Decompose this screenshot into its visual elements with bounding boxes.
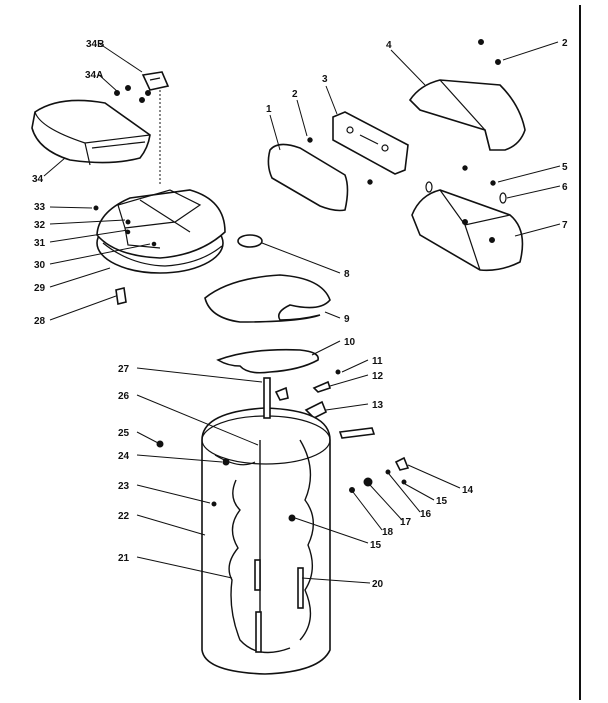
label-25: 25 xyxy=(118,428,130,439)
label-20: 20 xyxy=(372,579,384,590)
label-14: 14 xyxy=(462,485,474,496)
label-8: 8 xyxy=(344,269,350,280)
part-10-deflector xyxy=(216,348,319,374)
label-7: 7 xyxy=(562,220,568,231)
label-30: 30 xyxy=(34,260,46,271)
part-1-access-cover xyxy=(267,143,349,212)
part-22-tank xyxy=(156,377,331,675)
label-24: 24 xyxy=(118,451,130,462)
part-4-top-housing xyxy=(408,39,526,151)
label-10: 10 xyxy=(344,337,356,348)
part-7-tray xyxy=(411,165,524,272)
part-3-gasket-plate xyxy=(307,111,409,185)
parts-14-18-valve-parts xyxy=(349,456,410,493)
part-34-top-cover xyxy=(31,99,151,166)
label-13: 13 xyxy=(372,400,384,411)
part-29-base-assembly xyxy=(93,189,226,274)
label-12: 12 xyxy=(372,371,384,382)
label-34: 34 xyxy=(32,174,44,185)
part-8-disk xyxy=(237,234,263,248)
label-15-lower: 15 xyxy=(370,540,382,551)
label-1: 1 xyxy=(266,104,272,115)
label-34a: 34A xyxy=(85,70,103,81)
label-3: 3 xyxy=(322,74,328,85)
label-32: 32 xyxy=(34,220,46,231)
label-18: 18 xyxy=(382,527,394,538)
label-6: 6 xyxy=(562,182,568,193)
label-2-right: 2 xyxy=(562,38,568,49)
label-29: 29 xyxy=(34,283,46,294)
label-22: 22 xyxy=(118,511,130,522)
label-26: 26 xyxy=(118,391,130,402)
label-31: 31 xyxy=(34,238,46,249)
part-34b-bracket xyxy=(114,71,170,185)
label-2-left: 2 xyxy=(292,89,298,100)
label-21: 21 xyxy=(118,553,130,564)
label-11: 11 xyxy=(372,356,383,367)
label-28: 28 xyxy=(34,316,46,327)
label-17: 17 xyxy=(400,517,412,528)
part-28-clip xyxy=(115,287,127,305)
label-9: 9 xyxy=(344,314,350,325)
label-16: 16 xyxy=(420,509,432,520)
label-23: 23 xyxy=(118,481,130,492)
label-33: 33 xyxy=(34,202,46,213)
label-34b: 34B xyxy=(86,39,104,50)
label-5: 5 xyxy=(562,162,568,173)
leader-lines xyxy=(43,41,561,584)
part-9-baffle xyxy=(204,274,331,323)
label-27: 27 xyxy=(118,364,130,375)
label-4: 4 xyxy=(386,40,392,51)
part-labels: 34B 34A 34 33 32 31 30 29 28 2 1 3 4 2 5… xyxy=(32,38,568,590)
parts-11-13-fittings xyxy=(274,369,376,439)
label-15-upper: 15 xyxy=(436,496,448,507)
